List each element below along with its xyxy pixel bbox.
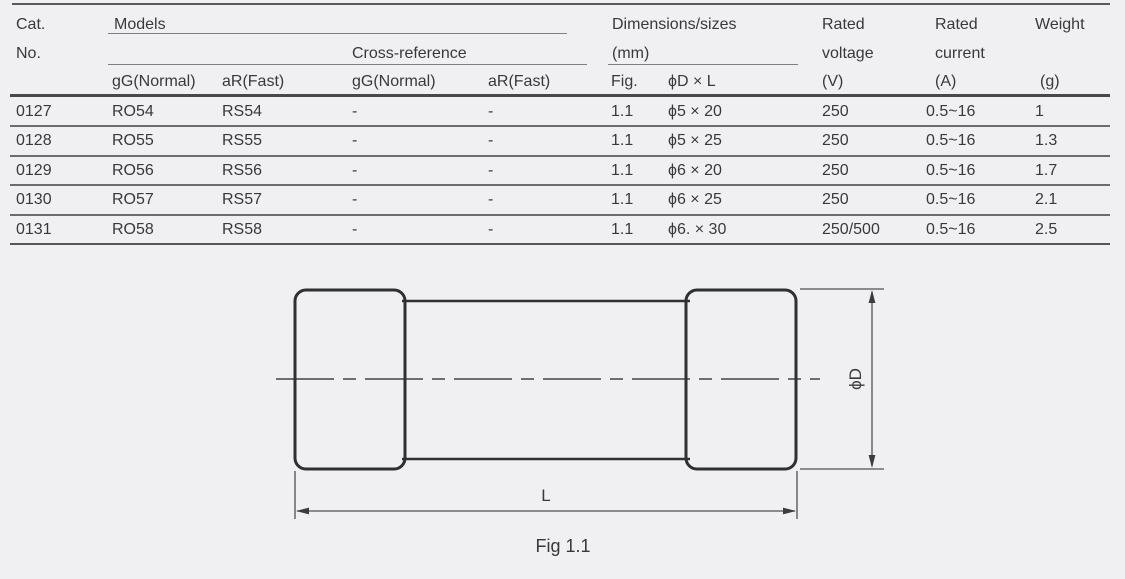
table-row: 0128 RO55 RS55 - - 1.1 ϕ5 × 25 250 0.5~1… — [10, 127, 1110, 157]
header-models-ar: aR(Fast) — [222, 73, 285, 90]
table-row: 0129 RO56 RS56 - - 1.1 ϕ6 × 20 250 0.5~1… — [10, 157, 1110, 186]
header-cat-line1: Cat. — [16, 16, 46, 33]
cell-ar: RS56 — [222, 161, 263, 179]
cell-gg: RO54 — [112, 102, 154, 120]
l-arrow-right — [783, 507, 796, 515]
cell-cat: 0129 — [16, 161, 52, 179]
cell-ar: RS55 — [222, 132, 263, 149]
cell-weight: 1.3 — [1035, 132, 1058, 149]
cell-xar: - — [488, 191, 494, 208]
cell-gg: RO57 — [112, 191, 154, 208]
header-fig-col: Fig. — [611, 73, 638, 90]
cell-fig: 1.1 — [611, 220, 634, 238]
header-cat-line2: No. — [16, 45, 41, 62]
phi-d-arrow-up — [868, 290, 876, 303]
cross-reference-underline — [108, 63, 587, 66]
cell-cat: 0128 — [16, 132, 52, 149]
cell-weight: 1.7 — [1035, 161, 1058, 179]
table-row: 0127 RO54 RS54 - - 1.1 ϕ5 × 20 250 0.5~1… — [10, 98, 1110, 127]
cell-current: 0.5~16 — [926, 191, 976, 208]
cell-voltage: 250 — [822, 132, 849, 149]
cell-current: 0.5~16 — [926, 220, 976, 238]
table-row: 0130 RO57 RS57 - - 1.1 ϕ6 × 25 250 0.5~1… — [10, 186, 1110, 216]
cell-cat: 0127 — [16, 102, 52, 120]
header-voltage-unit: (V) — [822, 73, 844, 90]
models-underline — [108, 32, 567, 35]
cell-ar: RS54 — [222, 102, 263, 120]
cell-voltage: 250 — [822, 102, 849, 120]
fuse-left-cap — [293, 288, 407, 471]
cell-gg: RO56 — [112, 161, 154, 179]
cell-cat: 0131 — [16, 220, 52, 238]
cell-dxl: ϕ6 × 20 — [668, 161, 722, 179]
header-bottom-rule — [10, 94, 1110, 97]
header-weight: Weight — [1035, 16, 1085, 33]
header-dimensions-line2: (mm) — [612, 45, 650, 62]
header-crossref-gg: gG(Normal) — [352, 73, 436, 90]
phi-d-arrow-down — [868, 455, 876, 468]
header-cross-reference: Cross-reference — [352, 45, 467, 62]
cell-voltage: 250 — [822, 191, 849, 208]
cell-fig: 1.1 — [611, 161, 634, 179]
header-crossref-ar: aR(Fast) — [488, 73, 551, 90]
cell-weight: 2.5 — [1035, 220, 1058, 238]
cell-xar: - — [488, 220, 494, 238]
header-dxl-col: ϕD × L — [668, 73, 716, 90]
cell-ar: RS58 — [222, 220, 263, 238]
header-current-unit: (A) — [935, 73, 957, 90]
l-label: L — [541, 486, 550, 505]
header-weight-unit: (g) — [1040, 73, 1060, 90]
cell-gg: RO58 — [112, 220, 154, 238]
cell-fig: 1.1 — [611, 102, 634, 120]
cell-dxl: ϕ5 × 20 — [668, 102, 722, 120]
header-rated-current-line2: current — [935, 45, 985, 62]
header-dimensions-line1: Dimensions/sizes — [612, 16, 737, 33]
fuse-technical-drawing: ϕD L — [276, 288, 884, 519]
cell-gg: RO55 — [112, 132, 154, 149]
cell-fig: 1.1 — [611, 191, 634, 208]
figure-caption: Fig 1.1 — [535, 536, 591, 556]
header-rated-voltage-line2: voltage — [822, 45, 874, 62]
cell-xar: - — [488, 102, 494, 120]
fuse-right-cap — [684, 288, 798, 471]
cell-xgg: - — [352, 220, 358, 238]
cell-voltage: 250 — [822, 161, 849, 179]
cell-dxl: ϕ6 × 25 — [668, 191, 722, 208]
cell-dxl: ϕ6. × 30 — [668, 220, 727, 238]
l-arrow-left — [296, 507, 309, 515]
cell-xgg: - — [352, 132, 358, 149]
cell-xar: - — [488, 161, 494, 179]
cell-xgg: - — [352, 191, 358, 208]
cell-current: 0.5~16 — [926, 102, 976, 120]
header-rated-current-line1: Rated — [935, 16, 978, 33]
mm-underline — [608, 63, 798, 66]
header-models-gg: gG(Normal) — [112, 73, 196, 90]
cell-voltage: 250/500 — [822, 220, 880, 238]
cell-dxl: ϕ5 × 25 — [668, 132, 722, 149]
cell-xar: - — [488, 132, 494, 149]
table-row: 0131 RO58 RS58 - - 1.1 ϕ6. × 30 250/500 … — [10, 216, 1110, 245]
cell-current: 0.5~16 — [926, 161, 976, 179]
cell-fig: 1.1 — [611, 132, 634, 149]
phi-d-label: ϕD — [846, 368, 865, 390]
cell-weight: 1 — [1035, 102, 1044, 120]
cell-current: 0.5~16 — [926, 132, 976, 149]
cell-xgg: - — [352, 161, 358, 179]
cell-cat: 0130 — [16, 191, 52, 208]
cell-ar: RS57 — [222, 191, 263, 208]
header-models: Models — [114, 16, 166, 33]
table-top-rule — [12, 3, 1110, 5]
cell-xgg: - — [352, 102, 358, 120]
cell-weight: 2.1 — [1035, 191, 1058, 208]
fuse-spec-table: Cat. Models Dimensions/sizes Rated Rated… — [10, 0, 1110, 246]
header-rated-voltage-line1: Rated — [822, 16, 865, 33]
